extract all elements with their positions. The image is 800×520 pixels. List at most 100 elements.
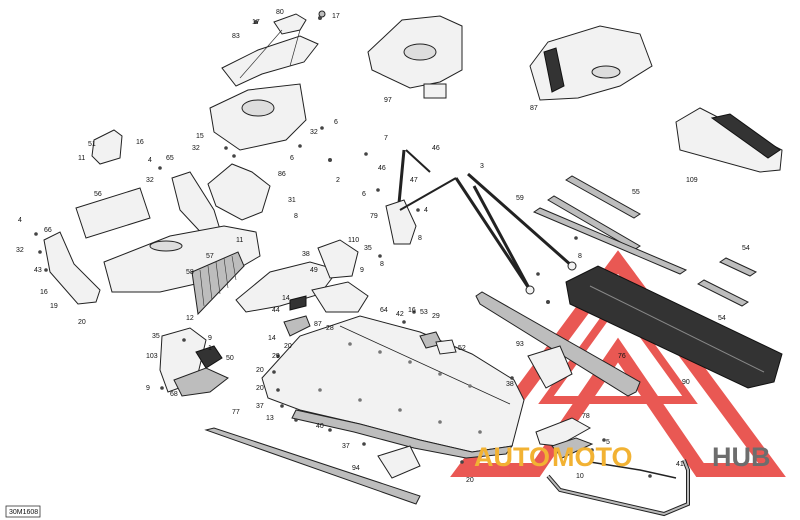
steering-struts[interactable] [385, 149, 577, 295]
callout-13: 13 [266, 415, 274, 422]
tunnel-front-panel[interactable] [235, 239, 369, 313]
front-frame-upper[interactable] [209, 83, 307, 151]
callout-38: 38 [506, 381, 514, 388]
main-tunnel[interactable] [261, 315, 525, 459]
watermark-triangle [450, 250, 786, 477]
callout-4: 4 [424, 207, 428, 214]
callout-6: 6 [290, 155, 294, 162]
upper-column-frame-97[interactable] [367, 15, 463, 99]
callout-29: 29 [272, 353, 280, 360]
callout-32: 32 [146, 177, 154, 184]
callout-32: 32 [16, 247, 24, 254]
footrest-103[interactable] [159, 327, 229, 397]
callout-87: 87 [314, 321, 322, 328]
small-parts-52-53[interactable] [419, 331, 457, 355]
running-board-77[interactable] [204, 427, 421, 505]
callout-55: 55 [632, 189, 640, 196]
callout-1: 1 [208, 345, 212, 352]
callout-46: 46 [378, 165, 386, 172]
rear-runner-90[interactable] [565, 265, 783, 389]
callout-9: 9 [208, 335, 212, 342]
callout-77: 77 [232, 409, 240, 416]
callout-59: 59 [516, 195, 524, 202]
callout-68: 68 [170, 391, 178, 398]
callout-17: 17 [252, 19, 260, 26]
callout-53: 53 [420, 309, 428, 316]
upper-column-frame-87[interactable] [529, 25, 653, 101]
callout-93: 93 [516, 341, 524, 348]
callout-20: 20 [256, 385, 264, 392]
callout-3: 3 [480, 163, 484, 170]
callout-16: 16 [408, 307, 416, 314]
callout-94: 94 [352, 465, 360, 472]
front-frame-body [209, 83, 307, 151]
callout-6: 6 [362, 191, 366, 198]
callout-54: 54 [718, 315, 726, 322]
callout-64: 64 [380, 307, 388, 314]
callout-43: 43 [34, 267, 42, 274]
side-bracket-66[interactable] [43, 231, 101, 305]
callout-97: 97 [384, 97, 392, 104]
callout-10: 10 [576, 473, 584, 480]
callout-86: 86 [278, 171, 286, 178]
small-brackets-87[interactable] [283, 295, 311, 337]
callout-19: 19 [50, 303, 58, 310]
callout-8: 8 [380, 261, 384, 268]
steering-bracket-86[interactable] [207, 163, 271, 221]
diagram-code-label: 30M1608 [5, 505, 41, 518]
callout-29: 29 [432, 313, 440, 320]
bracket-94[interactable] [377, 445, 421, 479]
callout-38: 38 [302, 251, 310, 258]
watermark-auto: AUTO [474, 442, 550, 472]
tunnel-body [261, 315, 525, 453]
callout-41: 41 [676, 461, 684, 468]
rear-bumper-109[interactable] [675, 107, 783, 173]
callout-4: 4 [18, 217, 22, 224]
callout-46: 46 [432, 145, 440, 152]
front-plate-56[interactable] [75, 187, 151, 239]
slide-rails-55[interactable] [532, 175, 688, 275]
callout-9: 9 [360, 267, 364, 274]
callout-50: 50 [226, 355, 234, 362]
callout-8: 8 [294, 213, 298, 220]
rear-hitch-41[interactable] [535, 417, 690, 517]
callout-4: 4 [148, 157, 152, 164]
callout-17: 17 [332, 13, 340, 20]
front-plate-body [75, 187, 151, 239]
callout-35: 35 [364, 245, 372, 252]
callout-90: 90 [682, 379, 690, 386]
callout-76: 76 [618, 353, 626, 360]
callout-2: 2 [336, 177, 340, 184]
callout-16: 16 [40, 289, 48, 296]
callout-54: 54 [742, 245, 750, 252]
callout-37: 37 [342, 443, 350, 450]
callout-20: 20 [256, 367, 264, 374]
bracket-51[interactable] [91, 129, 123, 165]
callout-58: 58 [186, 269, 194, 276]
callout-80: 80 [276, 9, 284, 16]
heat-exchanger-58[interactable] [191, 251, 245, 316]
callout-8: 8 [418, 235, 422, 242]
callout-9: 9 [146, 385, 150, 392]
callout-79: 79 [370, 213, 378, 220]
callout-11: 11 [236, 237, 243, 244]
callout-40: 40 [316, 423, 324, 430]
steering-support-bracket [221, 35, 319, 87]
watermark-text: AUTO MOTO HUB [474, 442, 771, 472]
tunnel-side-strip [291, 409, 514, 459]
steering-support-assembly[interactable] [221, 10, 326, 87]
callout-20: 20 [284, 343, 292, 350]
callout-109: 109 [686, 177, 698, 184]
rear-pieces-54[interactable] [697, 257, 758, 307]
callout-78: 78 [582, 413, 590, 420]
callout-31: 31 [288, 197, 296, 204]
callout-37: 37 [256, 403, 264, 410]
rail-76[interactable] [475, 291, 641, 397]
diagram-code: 30M1608 [9, 509, 38, 516]
callout-32: 32 [310, 129, 318, 136]
callout-65: 65 [166, 155, 174, 162]
callout-103: 103 [146, 353, 158, 360]
callout-15: 15 [196, 133, 204, 140]
